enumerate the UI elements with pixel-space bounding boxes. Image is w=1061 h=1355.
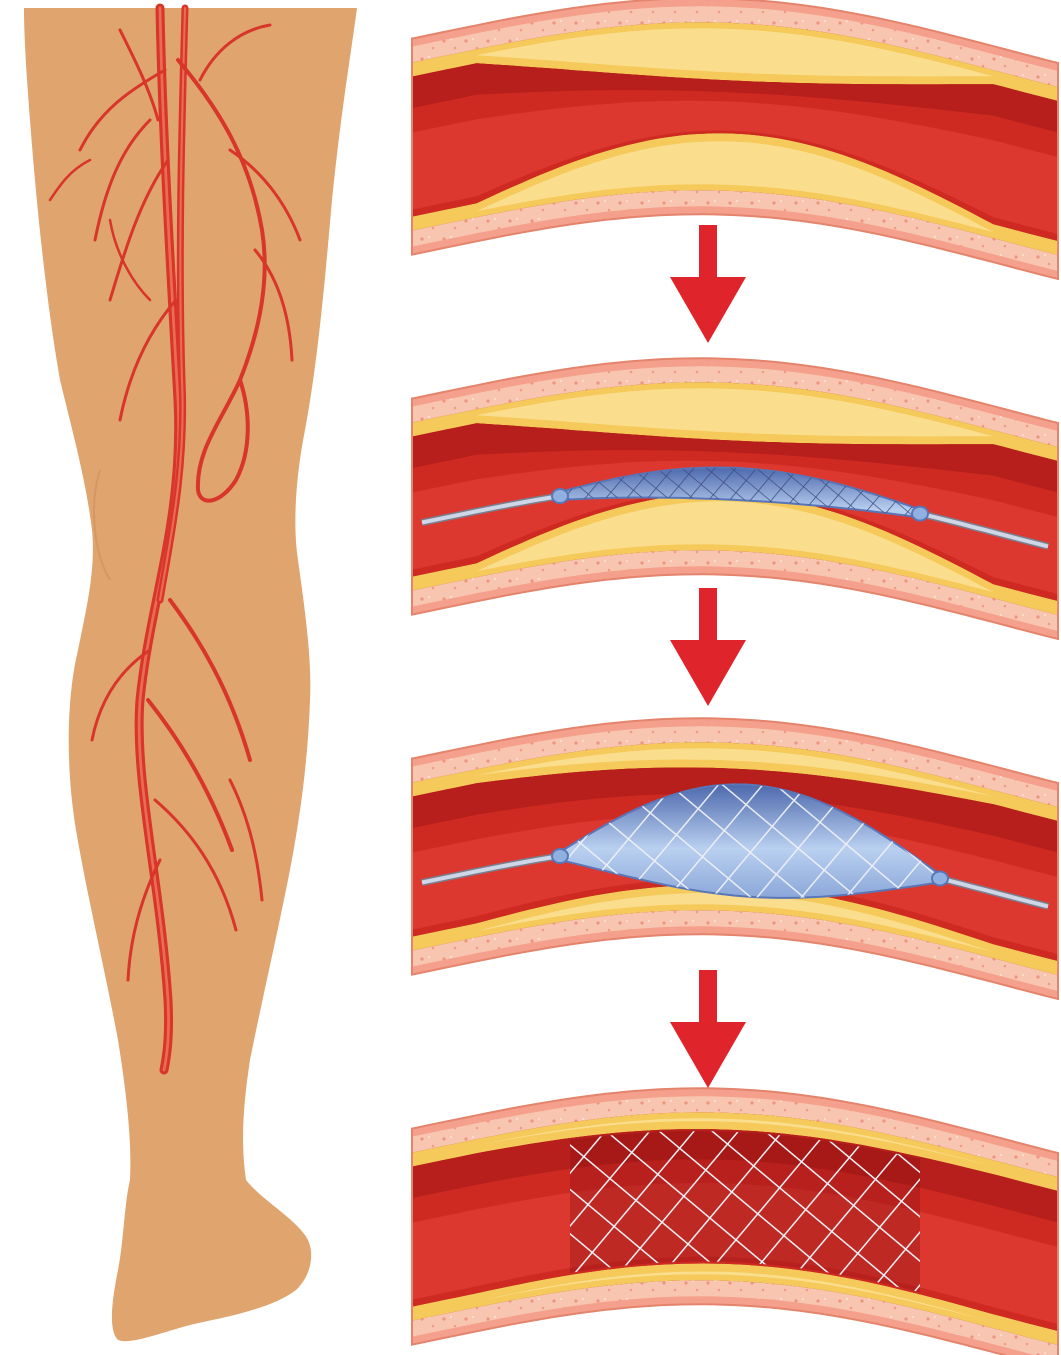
balloon-cap-left bbox=[552, 849, 568, 863]
arrow-shaft bbox=[699, 970, 717, 1028]
arrow-head bbox=[670, 640, 746, 706]
vessel-step-2 bbox=[412, 358, 1058, 639]
arrow-head bbox=[670, 1022, 746, 1088]
arrow-down-icon bbox=[670, 970, 746, 1088]
leg-silhouette bbox=[24, 8, 357, 1341]
balloon-cap-right bbox=[932, 871, 948, 885]
balloon-cap-left bbox=[552, 489, 568, 503]
arrow-down-icon bbox=[670, 588, 746, 706]
vessel-step-3 bbox=[412, 718, 1058, 999]
arrow-down-icon bbox=[670, 225, 746, 343]
vessel-sequence bbox=[412, 0, 1058, 1355]
arrow-shaft bbox=[699, 225, 717, 283]
balloon-cap-right bbox=[912, 507, 928, 521]
vessel-step-4 bbox=[412, 1088, 1058, 1355]
vessel-step-1 bbox=[412, 0, 1058, 279]
arrow-head bbox=[670, 277, 746, 343]
leg-with-arteries-icon bbox=[24, 8, 357, 1341]
step-arrows bbox=[670, 225, 746, 1088]
arrow-shaft bbox=[699, 588, 717, 646]
